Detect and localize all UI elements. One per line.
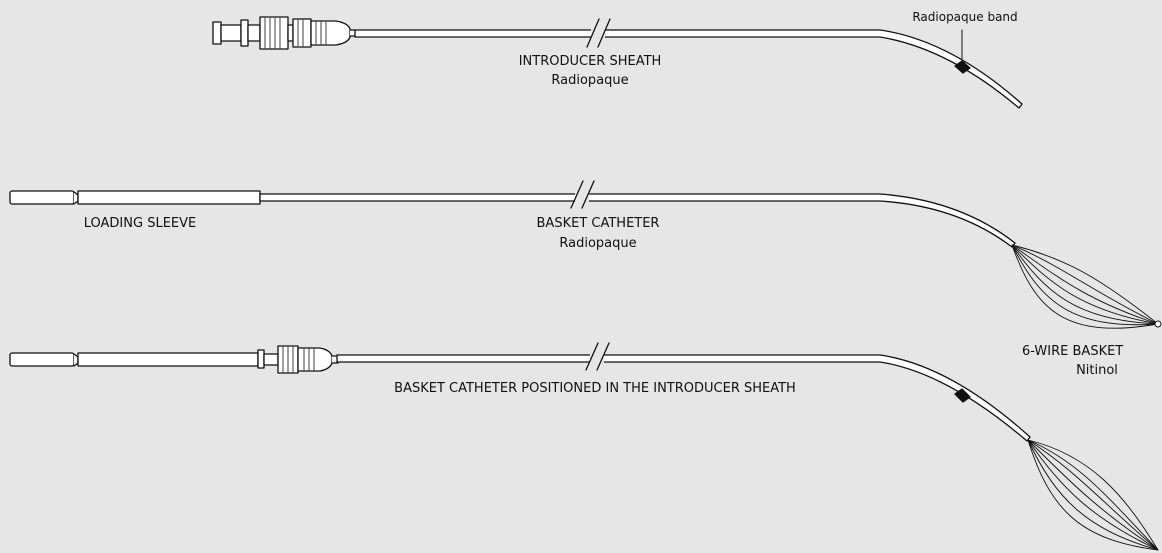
assembly-sheath-hub — [257, 345, 339, 374]
sheath-hub-ridges — [264, 17, 327, 49]
assembly-sheath-tube — [336, 354, 1031, 442]
radiopaque-band-label: Radiopaque band — [912, 10, 1018, 24]
introducer-sheath-title: INTRODUCER SHEATH — [518, 54, 662, 69]
loading-sleeve — [9, 190, 261, 205]
sheath-tube — [354, 29, 1023, 109]
six-wire-basket — [1011, 244, 1162, 329]
catheter-break-mark — [570, 180, 595, 209]
loading-sleeve-title: LOADING SLEEVE — [83, 216, 197, 231]
basket-catheter-subtitle: Radiopaque — [559, 236, 637, 251]
sheath-radiopaque-band — [954, 60, 971, 74]
sheath-hub-connector — [212, 16, 357, 50]
sheath-break-mark — [586, 18, 611, 48]
basket-subtitle: Nitinol — [1076, 363, 1118, 378]
assembly-break-mark — [585, 342, 610, 371]
basket-title: 6-WIRE BASKET — [1022, 344, 1124, 359]
basket-catheter — [259, 180, 1162, 329]
introducer-sheath-subtitle: Radiopaque — [551, 73, 629, 88]
assembly-title: BASKET CATHETER POSITIONED IN THE INTROD… — [394, 381, 796, 396]
introducer-sheath — [212, 16, 1023, 109]
basket-catheter-title: BASKET CATHETER — [536, 216, 660, 231]
assembly-loading-sleeve — [9, 352, 259, 367]
assembly-basket — [1027, 439, 1159, 551]
assembly-radiopaque-band — [954, 388, 971, 403]
